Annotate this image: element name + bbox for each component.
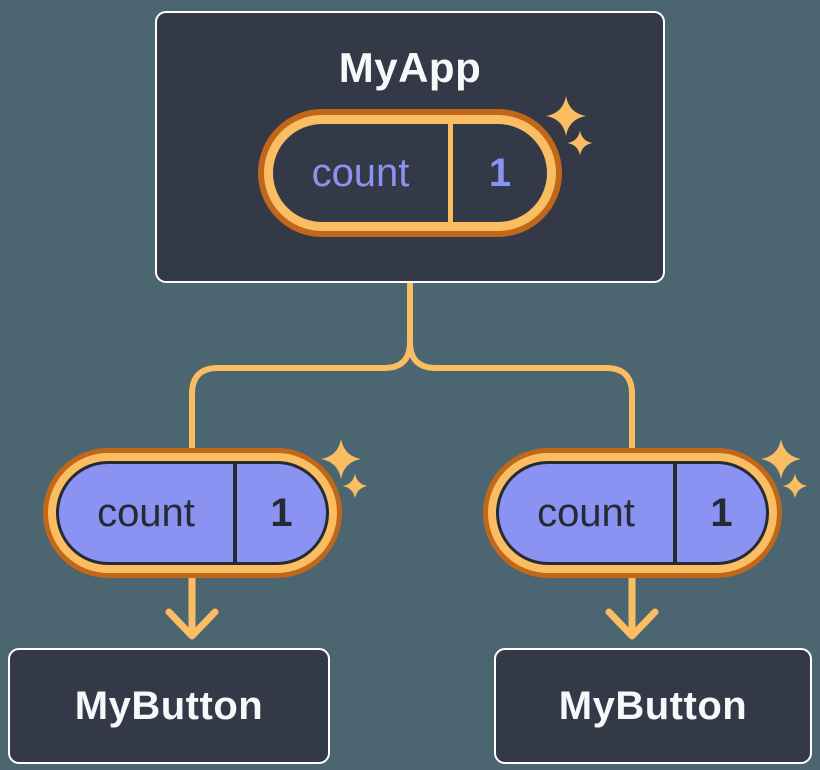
state-key-label: count <box>311 150 410 195</box>
prop-key-label: count <box>97 490 195 535</box>
prop-pill-body: count 1 <box>496 461 769 565</box>
node-title: MyButton <box>558 683 748 728</box>
prop-pill-left: count 1 <box>43 448 342 578</box>
branch-right-connector <box>407 281 635 522</box>
prop-pill-right: count 1 <box>483 448 782 578</box>
prop-key-label: count <box>537 490 635 535</box>
pill-divider <box>233 464 237 562</box>
state-pill-body: count 1 <box>273 124 547 222</box>
sparkle-icon <box>321 439 368 499</box>
state-pill: count 1 <box>258 109 562 237</box>
prop-arrow-right-head <box>605 608 659 640</box>
state-value: 1 <box>488 150 512 195</box>
prop-arrow-left-head <box>165 608 219 640</box>
node-title: MyApp <box>338 44 482 91</box>
prop-pill-body: count 1 <box>56 461 329 565</box>
component-node-child-right: MyButton <box>494 648 812 764</box>
sparkle-icon <box>761 439 808 499</box>
node-title: MyButton <box>74 683 264 728</box>
pill-divider <box>673 464 677 562</box>
pill-divider <box>448 124 453 222</box>
component-node-child-left: MyButton <box>8 648 330 764</box>
prop-value: 1 <box>710 490 733 535</box>
sparkle-icon <box>546 96 593 156</box>
prop-value: 1 <box>270 490 293 535</box>
